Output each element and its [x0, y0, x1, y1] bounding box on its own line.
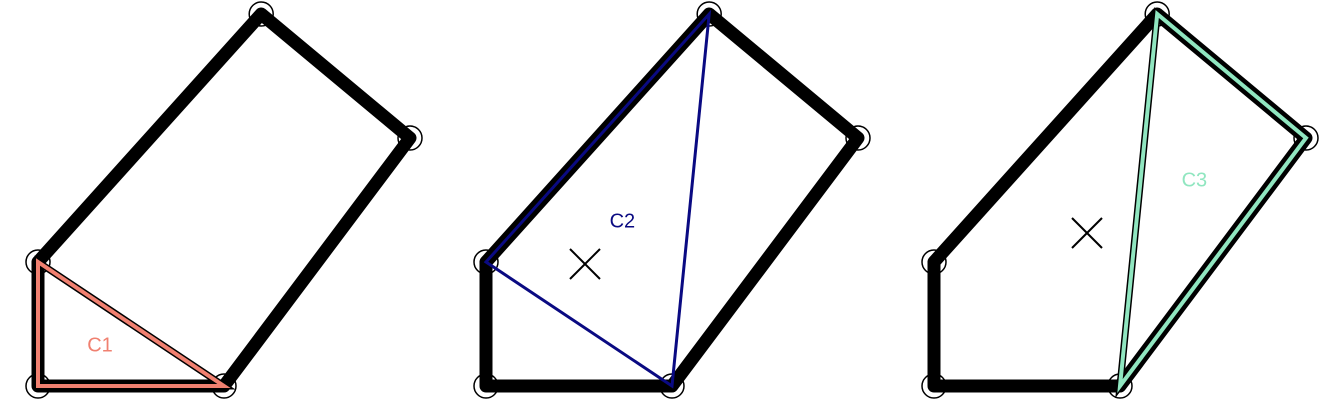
- vertex-marker-3: [1293, 125, 1319, 151]
- vertex-marker-5: [921, 249, 947, 275]
- polygon-outline: [31, 7, 417, 393]
- vertex-marker-1: [921, 373, 947, 399]
- vertex-marker-1: [473, 373, 499, 399]
- vertex-marker-3: [397, 125, 423, 151]
- panel-3: C3: [921, 1, 1319, 399]
- triangle-c2: [483, 9, 712, 389]
- triangle-label: C2: [610, 211, 636, 233]
- cross-stroke-b: [1071, 217, 1103, 249]
- triangle-c3: [1117, 10, 1309, 393]
- centroid-cross-icon: [569, 248, 601, 280]
- cross-stroke-b: [569, 248, 601, 280]
- triangle-label: C3: [1182, 169, 1208, 191]
- panel-2: C2: [473, 1, 871, 399]
- vertex-marker-5: [473, 249, 499, 275]
- polygon-outline: [479, 7, 865, 393]
- centroid-cross-icon: [1071, 217, 1103, 249]
- triangle-edge-outline: [1115, 7, 1311, 399]
- triangle-c1: [36, 258, 231, 388]
- polygon-outline: [927, 7, 1313, 393]
- vertex-marker-3: [845, 125, 871, 151]
- panel-1: C1: [25, 1, 423, 399]
- vertex-marker-4: [248, 1, 274, 27]
- triangle-label: C1: [87, 335, 113, 357]
